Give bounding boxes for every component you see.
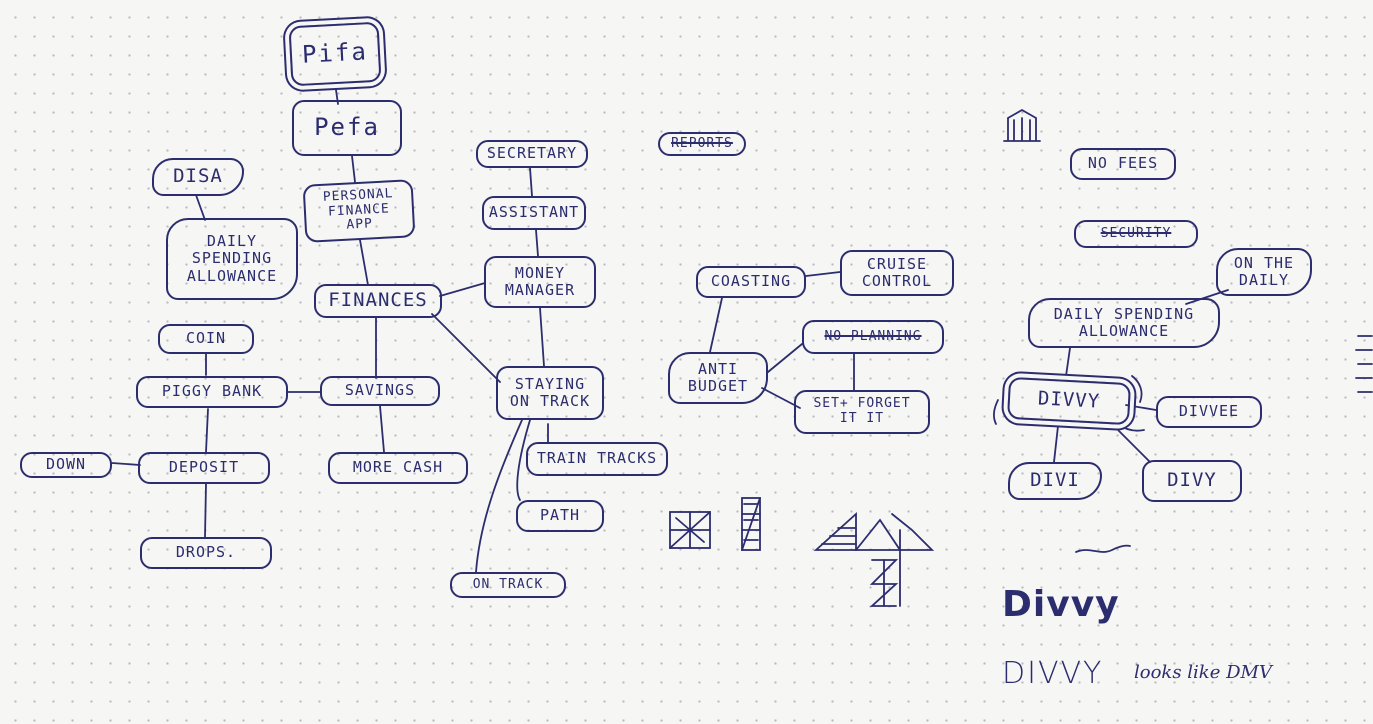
note-looks-like-dmv: looks like DMV	[1134, 662, 1272, 683]
node-security[interactable]: SECURITY	[1074, 220, 1198, 248]
node-coasting[interactable]: COASTING	[696, 266, 806, 298]
node-savings[interactable]: SAVINGS	[320, 376, 440, 406]
node-no-fees[interactable]: NO FEES	[1070, 148, 1176, 180]
node-money-manager[interactable]: MONEY MANAGER	[484, 256, 596, 308]
node-daily-spending-allowance-right[interactable]: DAILY SPENDING ALLOWANCE	[1028, 298, 1220, 348]
node-on-track[interactable]: ON TRACK	[450, 572, 566, 598]
node-secretary[interactable]: SECRETARY	[476, 140, 588, 168]
node-coin[interactable]: COIN	[158, 324, 254, 354]
node-personal-finance-app[interactable]: PERSONAL FINANCE APP	[302, 179, 416, 243]
node-finances[interactable]: FINANCES	[314, 284, 442, 318]
node-path[interactable]: PATH	[516, 500, 604, 532]
node-staying-on-track[interactable]: STAYING ON TRACK	[496, 366, 604, 420]
node-piggy-bank[interactable]: PIGGY BANK	[136, 376, 288, 408]
node-set-forget-it[interactable]: SET+ FORGET IT IT	[794, 390, 930, 434]
node-no-planning-label: NO PLANNING	[824, 328, 922, 344]
node-reports-label: REPORTS	[671, 135, 733, 151]
node-assistant[interactable]: ASSISTANT	[482, 196, 586, 230]
node-reports[interactable]: REPORTS	[658, 132, 746, 156]
node-daily-spending-allowance-left[interactable]: DAILY SPENDING ALLOWANCE	[166, 218, 298, 300]
node-on-the-daily[interactable]: ON THE DAILY	[1216, 248, 1312, 296]
node-more-cash[interactable]: MORE CASH	[328, 452, 468, 484]
node-pefa[interactable]: Pefa	[292, 100, 402, 156]
node-divi[interactable]: DIVI	[1008, 462, 1102, 500]
node-divvee[interactable]: DIVVEE	[1156, 396, 1262, 428]
node-divvy[interactable]: DIVVY	[1006, 376, 1132, 426]
node-security-label: SECURITY	[1100, 225, 1172, 241]
node-no-planning[interactable]: NO PLANNING	[802, 320, 944, 354]
node-anti-budget[interactable]: ANTI BUDGET	[668, 352, 768, 404]
node-disa[interactable]: DISA	[152, 158, 244, 196]
node-deposit[interactable]: DEPOSIT	[138, 452, 270, 484]
node-pifa[interactable]: Pifa	[288, 21, 382, 87]
logo-sketch-thin: DIVVY	[1002, 656, 1104, 691]
node-divy[interactable]: DIVY	[1142, 460, 1242, 502]
node-train-tracks[interactable]: TRAIN TRACKS	[526, 442, 668, 476]
node-cruise-control[interactable]: CRUISE CONTROL	[840, 250, 954, 296]
node-drops[interactable]: DROPS.	[140, 537, 272, 569]
logo-sketch-bold: Divvy	[1002, 584, 1120, 625]
node-down[interactable]: DOWN	[20, 452, 112, 478]
